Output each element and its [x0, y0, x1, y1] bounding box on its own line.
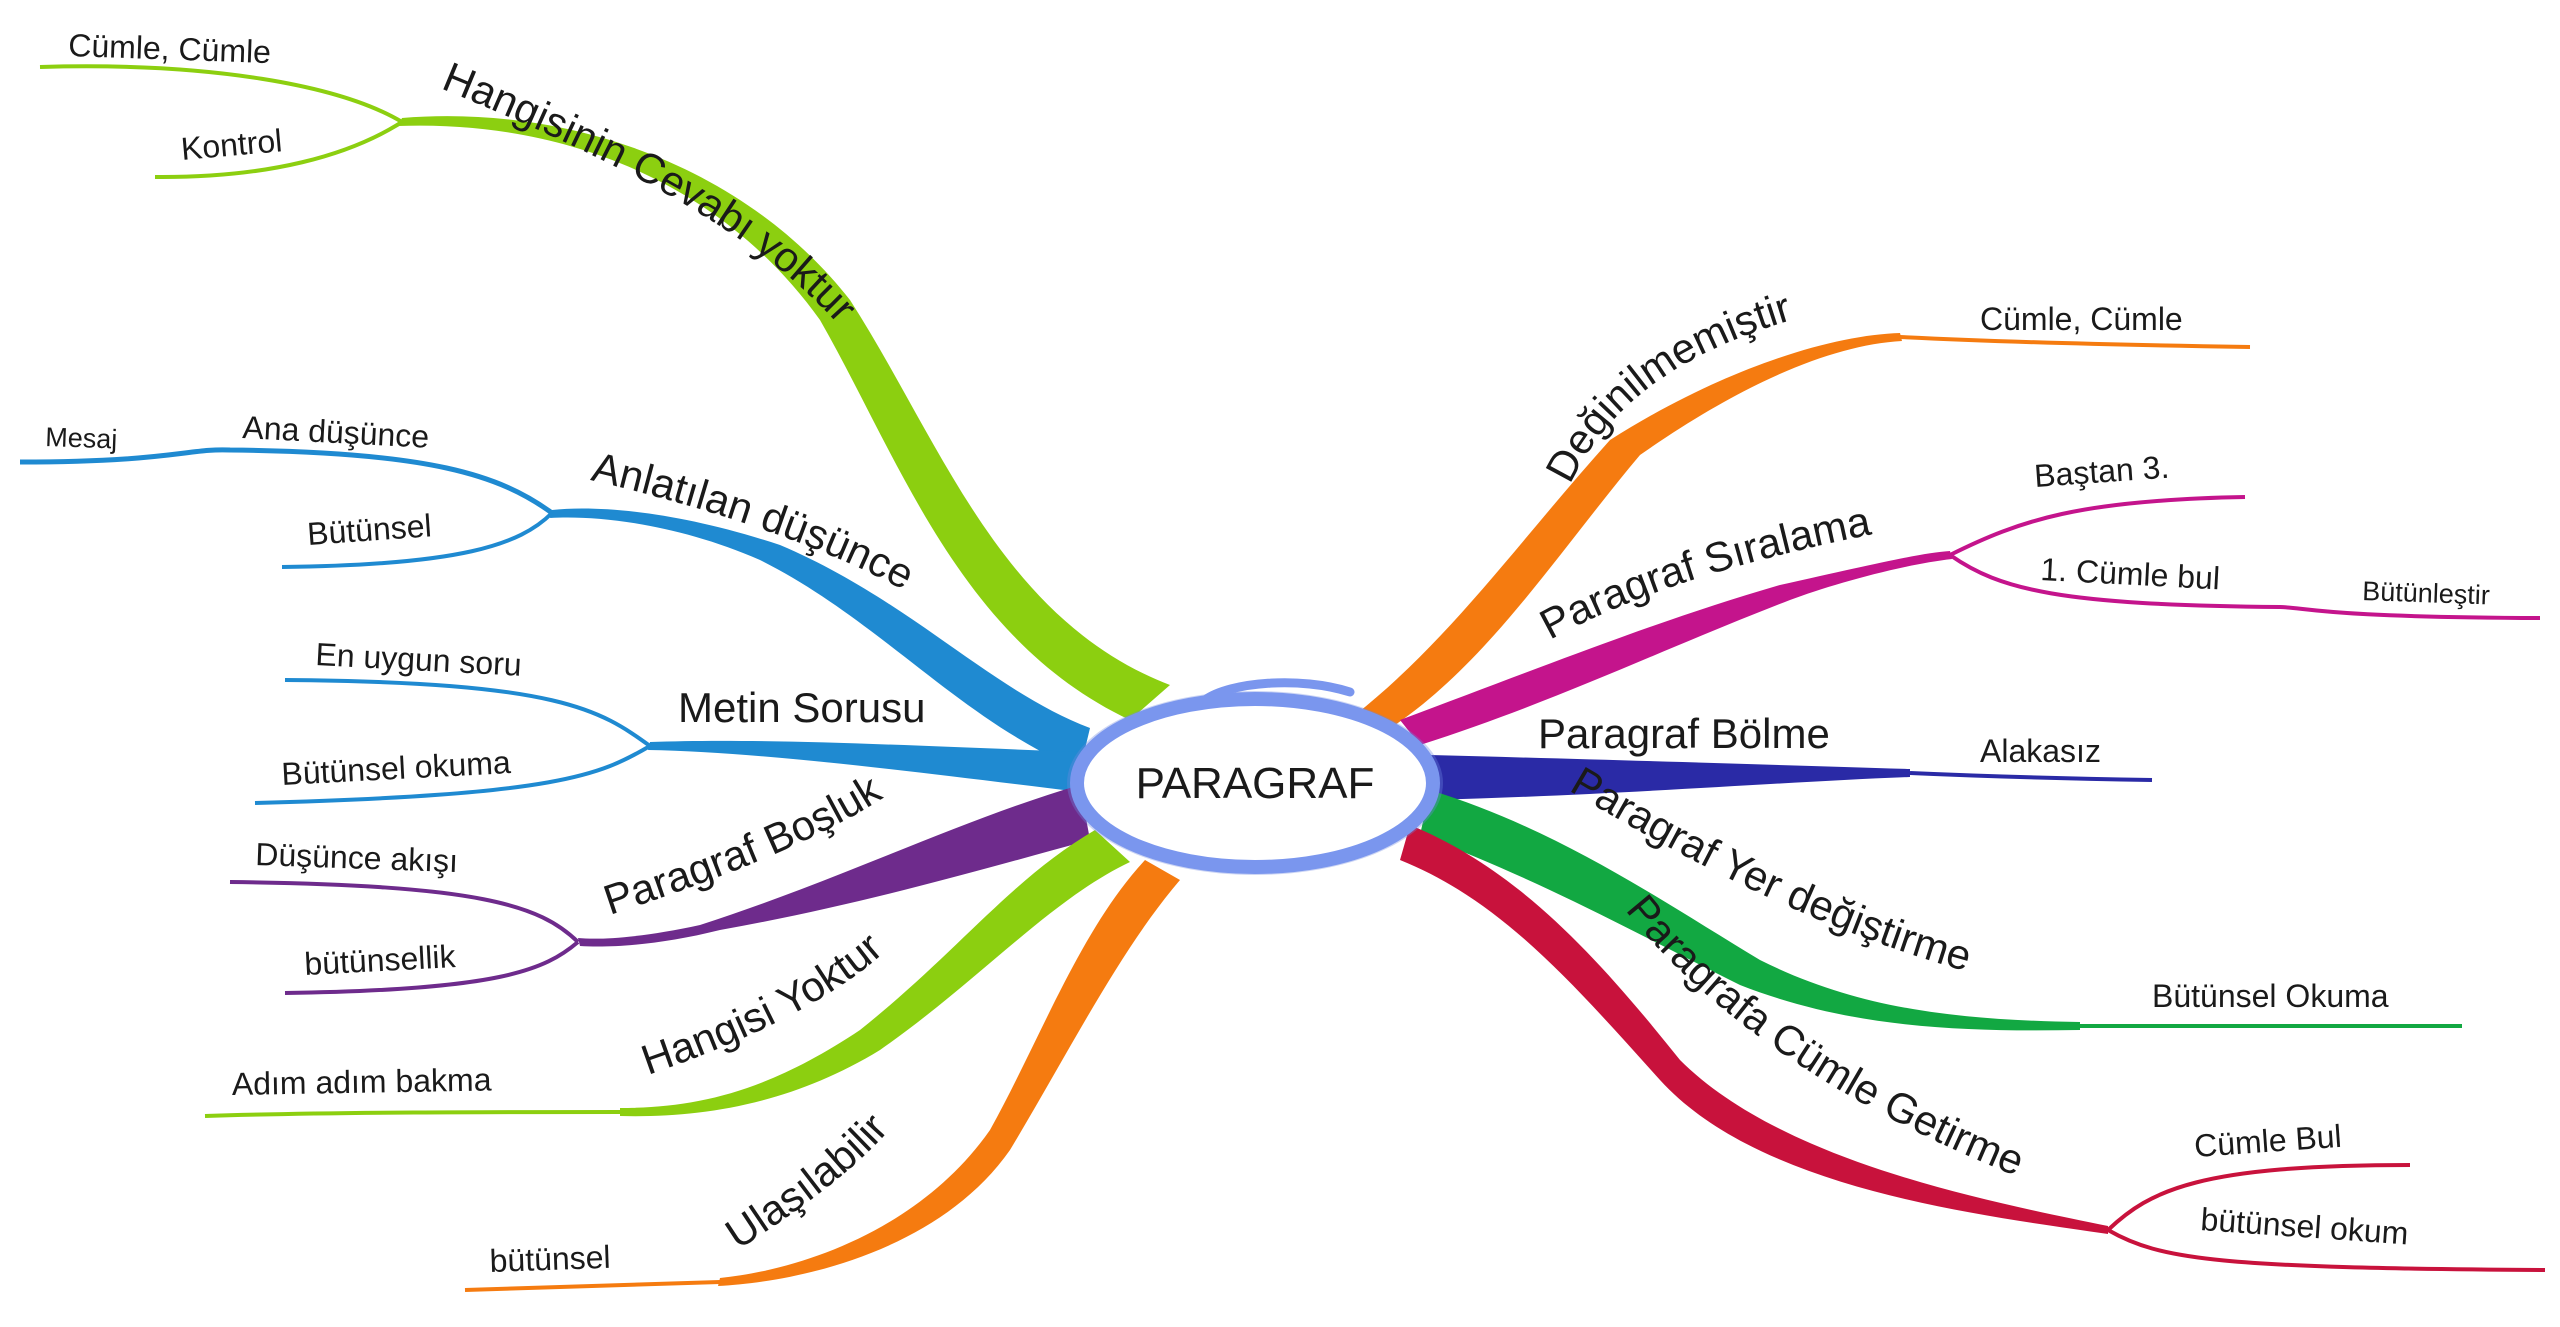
sub-line	[284, 678, 652, 748]
sub-label: En uygun soru	[315, 636, 523, 683]
sub-line	[1949, 495, 2246, 557]
sub-label: Ana düşünce	[242, 409, 430, 455]
sub-label: bütünsel	[489, 1239, 611, 1279]
branch-line	[1430, 755, 1910, 800]
sub-label: Adım adım bakma	[231, 1061, 491, 1102]
sub-line	[1909, 771, 2153, 782]
branch-line	[620, 830, 1130, 1117]
branch-line	[648, 740, 1080, 792]
leaf-label: Mesaj	[45, 422, 118, 454]
branch-hangisinin-cevabi-yoktur: Hangisinin Cevabı yoktur Cümle, Cümle Ko…	[39, 27, 1170, 720]
sub-label: Kontrol	[179, 122, 283, 167]
sub-line	[1899, 335, 2251, 349]
branch-line	[1355, 333, 1902, 725]
branch-line	[718, 860, 1180, 1286]
sub-label: 1. Cümle bul	[2040, 551, 2221, 596]
sub-line	[1948, 553, 2541, 620]
sub-label: Bütünsel Okuma	[2152, 978, 2389, 1014]
sub-line	[204, 1110, 621, 1118]
branch-line	[1400, 551, 1952, 745]
leaf-label: Bütünleştir	[2362, 576, 2491, 610]
branch-line	[1420, 790, 2080, 1031]
branch-line	[550, 508, 1090, 770]
sub-line	[284, 940, 580, 995]
branch-label: Hangisinin Cevabı yoktur	[437, 53, 867, 331]
sub-label: Bütünsel	[306, 507, 433, 552]
sub-line	[154, 120, 404, 180]
sub-label: Bütünsel okuma	[280, 744, 511, 792]
sub-label: Cümle Bul	[2193, 1118, 2343, 1164]
sub-line	[39, 64, 404, 124]
central-ellipse	[1070, 692, 1440, 874]
branch-line	[398, 116, 1170, 720]
sub-label: Cümle, Cümle	[1980, 301, 2183, 337]
central-node: PARAGRAF	[1067, 678, 1443, 875]
sub-line	[229, 880, 580, 944]
sub-line	[281, 511, 554, 569]
sub-line	[19, 447, 554, 516]
sub-label: bütünsellik	[303, 938, 457, 982]
central-label: PARAGRAF	[1136, 759, 1375, 808]
branch-label: Metin Sorusu	[678, 684, 925, 731]
branch-paragraf-bolme: Paragraf Bölme Alakasız	[1430, 710, 2153, 800]
sub-label: Cümle, Cümle	[68, 27, 272, 70]
branch-label: Paragrafa Cümle Getirme	[1618, 886, 2031, 1185]
sub-line	[464, 1280, 721, 1292]
branch-label: Değinilmemiştir	[1536, 283, 1796, 489]
branch-line	[578, 785, 1090, 947]
branch-label: Paragraf Yer değiştirme	[1564, 757, 1977, 980]
sub-line	[254, 744, 652, 805]
branch-label: Paragraf Bölme	[1538, 710, 1830, 757]
sub-label: Baştan 3.	[2033, 449, 2170, 494]
central-swoosh	[1200, 678, 1355, 705]
sub-line	[2106, 1163, 2411, 1232]
sub-label: Alakasız	[1980, 733, 2101, 769]
sub-line	[2107, 1228, 2546, 1272]
branch-line	[1400, 825, 2108, 1234]
branch-paragraf-yer-degistirme: Paragraf Yer değiştirme Bütünsel Okuma	[1420, 757, 2462, 1031]
sub-label: Düşünce akışı	[255, 836, 459, 879]
